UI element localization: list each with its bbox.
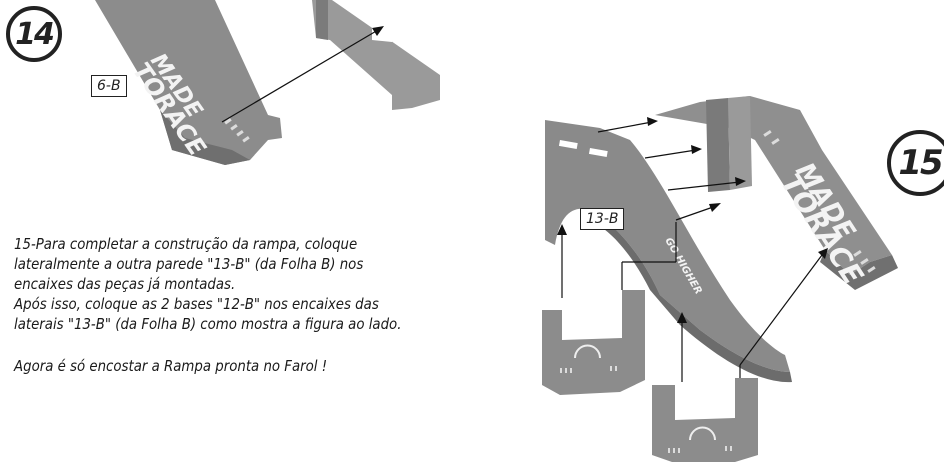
instruction-line: encaixes das peças já montadas. xyxy=(14,275,236,293)
step14-arrow xyxy=(221,26,384,123)
step15-center-support xyxy=(706,96,752,192)
instruction-closing-line: Agora é só encostar a Rampa pronta no Fa… xyxy=(14,357,328,375)
step-15-badge: 15 xyxy=(887,130,944,196)
step15-base-left-12b xyxy=(542,290,645,395)
step-14-number: 14 xyxy=(15,16,55,52)
step-15-number: 15 xyxy=(898,143,943,183)
paragraph-gap xyxy=(14,334,435,356)
instruction-line: laterais "13-B" (da Folha B) como mostra… xyxy=(14,315,402,333)
step15-arrows xyxy=(557,117,828,382)
step-14-badge: 14 xyxy=(6,6,62,62)
step14-support-piece xyxy=(312,0,440,110)
part-label-13b: 13-B xyxy=(580,208,625,230)
part-label-6b: 6-B xyxy=(91,75,127,97)
instruction-line: lateralmente a outra parede "13-B" (da F… xyxy=(14,255,364,273)
instruction-line: Após isso, coloque as 2 bases "12-B" nos… xyxy=(14,295,379,313)
instruction-line: 15-Para completar a construção da rampa,… xyxy=(14,235,358,253)
instructions-text: 15-Para completar a construção da rampa,… xyxy=(14,234,435,376)
step15-base-bottom-12b xyxy=(652,378,758,462)
